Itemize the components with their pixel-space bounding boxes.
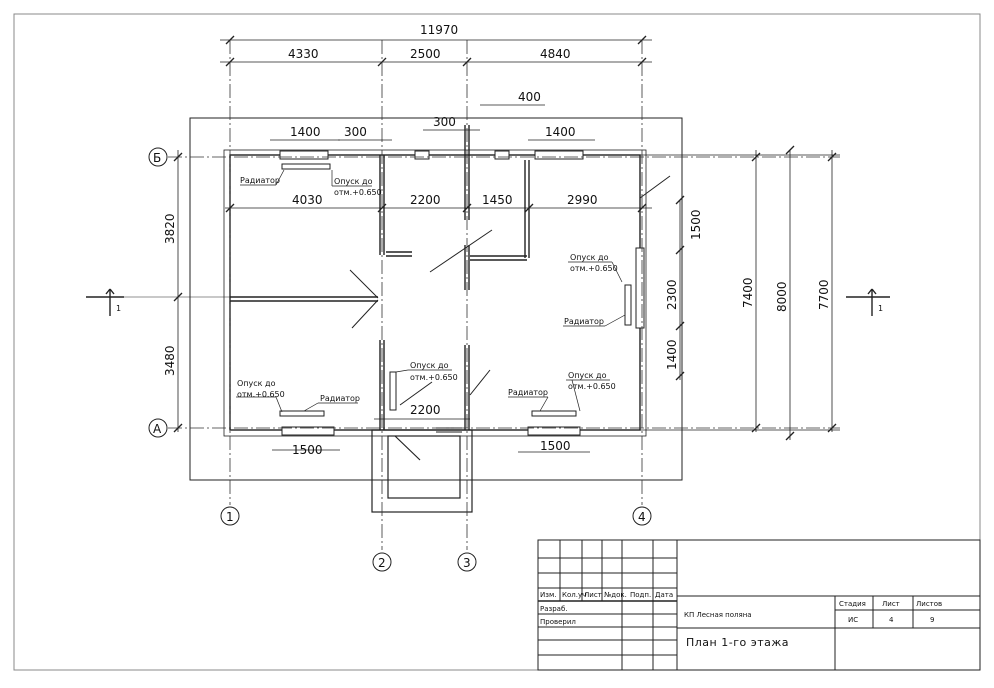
tb-role-developer: Разраб. <box>540 605 568 613</box>
tb-sheet-title: План 1-го этажа <box>686 636 789 649</box>
drop-label-4b: отм.+0.650 <box>237 390 285 399</box>
tb-header-list: Лист <box>584 591 602 599</box>
drop-label-5a: Опуск до <box>568 371 607 380</box>
dim-2200-top: 2200 <box>410 193 441 207</box>
sheet-border <box>13 13 981 671</box>
dim-1500-bottom-left: 1500 <box>292 443 323 457</box>
dim-2990: 2990 <box>567 193 598 207</box>
drop-label-3b: отм.+0.650 <box>410 373 458 382</box>
dim-3480: 3480 <box>163 345 177 376</box>
dimension-ticks <box>173 35 837 441</box>
dim-400: 400 <box>518 90 541 104</box>
drop-label-3a: Опуск до <box>410 361 449 370</box>
dim-4840: 4840 <box>540 47 571 61</box>
tb-sheets-label: Листов <box>916 600 942 608</box>
drop-label-2b: отм.+0.650 <box>570 264 618 273</box>
dim-1450: 1450 <box>482 193 513 207</box>
axis-bubble-2 <box>372 552 392 572</box>
dim-1400-right: 1400 <box>665 339 679 370</box>
dim-4030: 4030 <box>292 193 323 207</box>
dim-4330: 4330 <box>288 47 319 61</box>
dim-8000: 8000 <box>775 281 789 312</box>
section-marks <box>86 288 890 316</box>
tb-project-name: КП Лесная поляна <box>684 611 752 619</box>
window-bottom-right <box>527 426 581 436</box>
drop-label-2a: Опуск до <box>570 253 609 262</box>
radiator-label-1: Радиатор <box>240 176 280 185</box>
dim-2500: 2500 <box>410 47 441 61</box>
window-right <box>635 247 645 329</box>
dim-2300-right: 2300 <box>665 279 679 310</box>
tb-header-podp: Подп. <box>630 591 651 599</box>
tb-sheets-value: 9 <box>930 616 934 624</box>
dim-1400-top-right: 1400 <box>545 125 576 139</box>
tb-header-kol: Кол.уч <box>562 591 586 599</box>
axis-bubble-b <box>148 147 168 167</box>
dim-7700: 7700 <box>817 279 831 310</box>
tb-sheet-value: 4 <box>889 616 894 624</box>
leaders <box>236 169 626 413</box>
axis-bubble-4 <box>632 506 652 526</box>
axis-bubble-1 <box>220 506 240 526</box>
drop-label-1a: Опуск до <box>334 177 373 186</box>
dim-300-right: 300 <box>433 115 456 129</box>
title-block <box>537 539 981 671</box>
radiators <box>279 163 632 417</box>
dim-1500-right: 1500 <box>689 209 703 240</box>
site-outline <box>189 117 683 481</box>
dimension-lines <box>177 39 840 453</box>
radiator-label-4: Радиатор <box>508 388 548 397</box>
tb-header-date: Дата <box>655 591 673 599</box>
dim-2200-bottom: 2200 <box>410 403 441 417</box>
tb-stage-label: Стадия <box>839 600 866 608</box>
radiator-label-2: Радиатор <box>564 317 604 326</box>
dim-1400-top-left: 1400 <box>290 125 321 139</box>
axis-label-4: 4 <box>638 510 646 524</box>
radiator-label-3: Радиатор <box>320 394 360 403</box>
drop-label-5b: отм.+0.650 <box>568 382 616 391</box>
section-mark-left-label: 1 <box>116 304 121 313</box>
tb-role-checker: Проверил <box>540 618 576 626</box>
dim-overall-width: 11970 <box>420 23 458 37</box>
window-top-left <box>279 150 329 160</box>
tb-sheet-label: Лист <box>882 600 900 608</box>
axis-label-1: 1 <box>226 510 234 524</box>
window-bottom-left <box>281 426 335 436</box>
dim-1500-bottom-right: 1500 <box>540 439 571 453</box>
section-mark-right-label: 1 <box>878 304 883 313</box>
axis-label-3: 3 <box>463 556 471 570</box>
dim-7400: 7400 <box>741 277 755 308</box>
drop-label-4a: Опуск до <box>237 379 276 388</box>
porch-outer <box>371 429 473 513</box>
porch <box>371 429 473 513</box>
drop-label-1b: отм.+0.650 <box>334 188 382 197</box>
tb-header-izm: Изм. <box>540 591 556 599</box>
dim-300-left: 300 <box>344 125 367 139</box>
tb-header-doc: №док. <box>604 591 627 599</box>
axis-lines <box>168 40 840 550</box>
axis-bubbles <box>148 147 652 572</box>
porch-inner <box>387 435 461 499</box>
axis-label-2: 2 <box>378 556 386 570</box>
windows <box>279 150 645 436</box>
axis-label-a: А <box>153 422 162 436</box>
axis-label-b: Б <box>153 151 161 165</box>
axis-bubble-a <box>148 418 168 438</box>
dim-3820: 3820 <box>163 213 177 244</box>
axis-bubble-3 <box>457 552 477 572</box>
window-top-right <box>534 150 584 160</box>
tb-stage-value: ИС <box>848 616 858 624</box>
